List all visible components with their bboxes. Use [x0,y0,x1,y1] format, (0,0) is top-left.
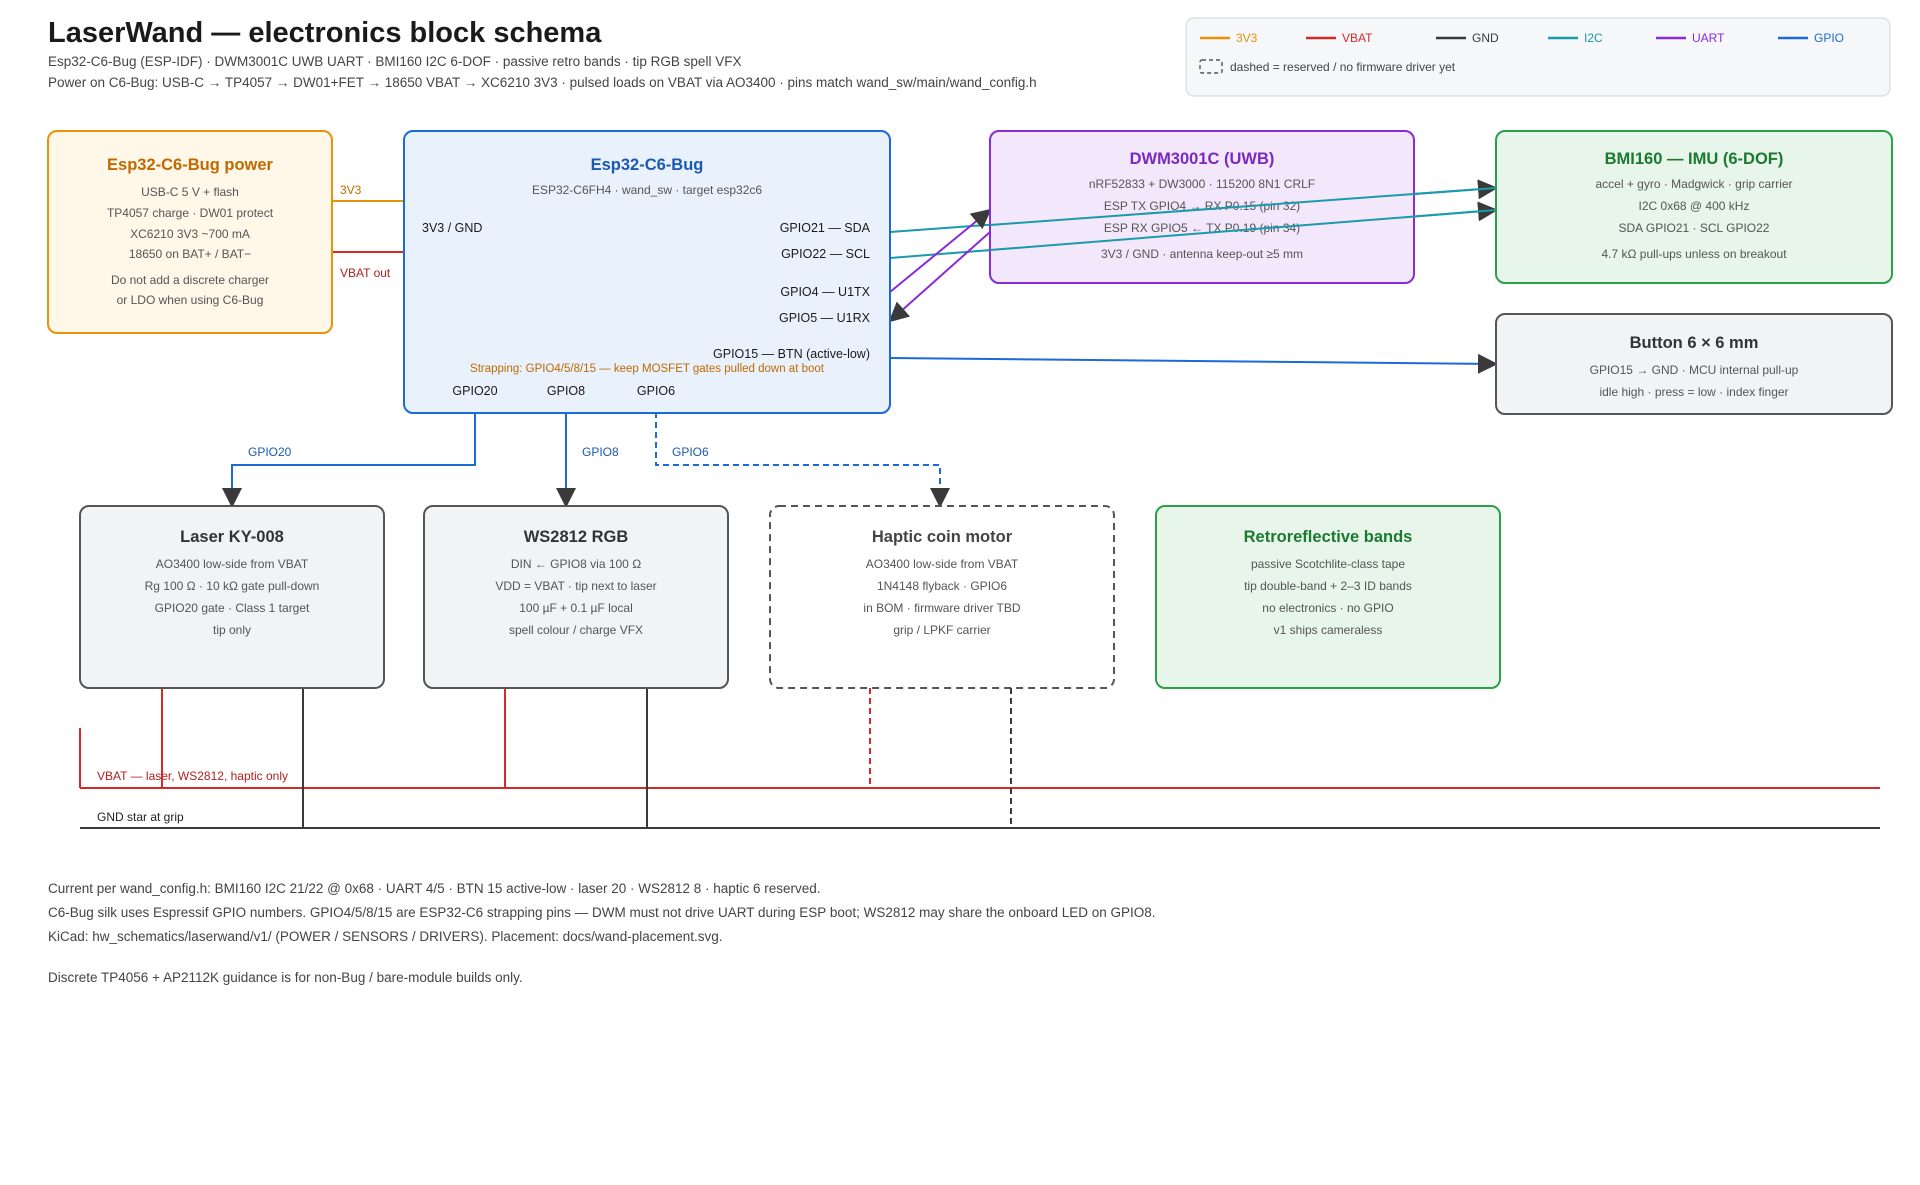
legend-dashed-swatch [1199,59,1223,74]
block-imu-line: accel + gyro · Madgwick · grip carrier [1595,177,1792,191]
block-imu-line: I2C 0x68 @ 400 kHz [1639,199,1750,213]
wire-label-vbat-out: VBAT out [340,266,391,280]
legend-dashed-note: dashed = reserved / no firmware driver y… [1230,60,1456,74]
wire-label-3v3: 3V3 [340,183,362,197]
block-retro-title: Retroreflective bands [1244,528,1413,546]
legend-label-gnd: GND [1472,31,1499,45]
strapping-note: Strapping: GPIO4/5/8/15 — keep MOSFET ga… [470,363,825,375]
block-power-line: USB-C 5 V + flash [141,185,239,199]
block-uwb-line: ESP TX GPIO4 → RX P0.15 (pin 32) [1104,199,1300,213]
legend-item-3v3: 3V3 [1200,31,1258,45]
block-button-line: idle high · press = low · index finger [1599,385,1788,399]
block-laser-line: Rg 100 Ω · 10 kΩ gate pull-down [145,579,320,593]
block-uwb-title: DWM3001C (UWB) [1130,150,1275,168]
wire-label-gpio20: GPIO20 [248,445,292,459]
wire-i2c-scl-over [989,209,1497,251]
legend-item-uart: UART [1656,31,1725,45]
block-retro-line: tip double-band + 2–3 ID bands [1244,579,1412,593]
wire-gpio20-laser [222,412,476,508]
wire-gpio15-button [889,353,1498,374]
block-button: Button 6 × 6 mm GPIO15 → GND · MCU inter… [1495,313,1893,415]
pin-gpio6: GPIO6 [637,384,675,398]
block-retro: Retroreflective bands passive Scotchlite… [1155,505,1501,689]
block-rgb-line: spell colour / charge VFX [509,623,643,637]
footer-note-1: Current per wand_config.h: BMI160 I2C 21… [48,881,821,896]
page-subtitle-2: Power on C6-Bug: USB-C → TP4057 → DW01+F… [48,75,1037,90]
wire-gpio6-haptic [655,412,950,508]
legend-label-i2c: I2C [1584,31,1603,45]
block-haptic-line: AO3400 low-side from VBAT [866,557,1019,571]
block-imu-line: SDA GPIO21 · SCL GPIO22 [1619,221,1770,235]
block-imu-line: 4.7 kΩ pull-ups unless on breakout [1601,247,1787,261]
block-retro-line: v1 ships cameraless [1274,623,1383,637]
block-mcu: Esp32-C6-Bug ESP32-C6FH4 · wand_sw · tar… [403,130,891,414]
block-laser: Laser KY-008 AO3400 low-side from VBAT R… [79,505,385,689]
block-rgb-line: 100 µF + 0.1 µF local [519,601,633,615]
block-haptic-line: grip / LPKF carrier [893,623,990,637]
block-imu-title: BMI160 — IMU (6-DOF) [1605,150,1784,168]
block-imu: BMI160 — IMU (6-DOF) accel + gyro · Madg… [1495,130,1893,284]
block-retro-line: passive Scotchlite-class tape [1251,557,1405,571]
block-power-line: Do not add a discrete charger [111,273,269,287]
legend-label-vbat: VBAT [1342,31,1373,45]
pin-gpio21: GPIO21 — SDA [780,221,871,235]
pin-gpio8: GPIO8 [547,384,585,398]
block-rgb-line: VDD = VBAT · tip next to laser [495,579,656,593]
wire-label-gpio6: GPIO6 [672,445,709,459]
legend-label-gpio: GPIO [1814,31,1844,45]
rail-vbat-label: VBAT — laser, WS2812, haptic only [97,769,288,783]
block-laser-line: AO3400 low-side from VBAT [156,557,309,571]
pin-gpio22: GPIO22 — SCL [781,247,870,261]
wire-i2c-sda-over [989,187,1497,226]
block-power-line: or LDO when using C6-Bug [117,293,264,307]
wire-uart-rx [888,231,991,323]
block-laser-title: Laser KY-008 [180,528,284,546]
block-button-title: Button 6 × 6 mm [1630,334,1759,352]
pin-3v3-gnd: 3V3 / GND [422,221,482,235]
legend: 3V3 VBAT GND I2C UART GPIO dashed = rese… [1185,17,1891,97]
rail-gnd-label: GND star at grip [97,810,184,824]
page-subtitle-1: Esp32-C6-Bug (ESP-IDF) · DWM3001C UWB UA… [48,54,741,69]
footer-note-4: Discrete TP4056 + AP2112K guidance is fo… [48,970,523,985]
page-title: LaserWand — electronics block schema [48,17,602,49]
block-uwb-line: nRF52833 + DW3000 · 115200 8N1 CRLF [1089,177,1315,191]
block-power-title: Esp32-C6-Bug power [107,156,274,174]
block-mcu-title: Esp32-C6-Bug [591,156,704,174]
block-rgb-line: DIN ← GPIO8 via 100 Ω [511,557,641,571]
block-power-line: 18650 on BAT+ / BAT− [129,247,251,261]
block-haptic-line: 1N4148 flyback · GPIO6 [877,579,1007,593]
block-rgb: WS2812 RGB DIN ← GPIO8 via 100 Ω VDD = V… [423,505,729,689]
block-laser-line: tip only [213,623,251,637]
block-retro-line: no electronics · no GPIO [1262,601,1393,615]
legend-item-gnd: GND [1436,31,1499,45]
block-uwb: DWM3001C (UWB) nRF52833 + DW3000 · 11520… [989,130,1415,284]
block-button-line: GPIO15 → GND · MCU internal pull-up [1590,363,1799,377]
legend-item-gpio: GPIO [1778,31,1844,45]
block-laser-line: GPIO20 gate · Class 1 target [155,601,310,615]
pin-gpio4: GPIO4 — U1TX [780,285,870,299]
pin-gpio5: GPIO5 — U1RX [779,311,871,325]
block-power-line: TP4057 charge · DW01 protect [107,206,274,220]
wire-label-gpio8: GPIO8 [582,445,619,459]
pin-gpio15: GPIO15 — BTN (active-low) [713,347,870,361]
pin-gpio20: GPIO20 [452,384,497,398]
block-mcu-subtitle: ESP32-C6FH4 · wand_sw · target esp32c6 [532,183,762,197]
block-haptic: Haptic coin motor AO3400 low-side from V… [769,505,1115,689]
footer-note-2: C6-Bug silk uses Espressif GPIO numbers.… [48,905,1156,920]
block-power: Esp32-C6-Bug power USB-C 5 V + flash TP4… [47,130,333,334]
legend-label-3v3: 3V3 [1236,31,1258,45]
legend-item-vbat: VBAT [1306,31,1373,45]
legend-item-i2c: I2C [1548,31,1603,45]
block-rgb-title: WS2812 RGB [524,528,629,546]
block-power-line: XC6210 3V3 ~700 mA [130,227,250,241]
footer-note-3: KiCad: hw_schematics/laserwand/v1/ (POWE… [48,929,723,944]
block-uwb-line: ESP RX GPIO5 ← TX P0.19 (pin 34) [1104,221,1300,235]
wire-uart-tx [889,208,992,293]
block-uwb-line: 3V3 / GND · antenna keep-out ≥5 mm [1101,247,1303,261]
block-haptic-line: in BOM · firmware driver TBD [863,601,1020,615]
block-haptic-title: Haptic coin motor [872,528,1013,546]
legend-label-uart: UART [1692,31,1725,45]
legend-box [1185,17,1891,97]
